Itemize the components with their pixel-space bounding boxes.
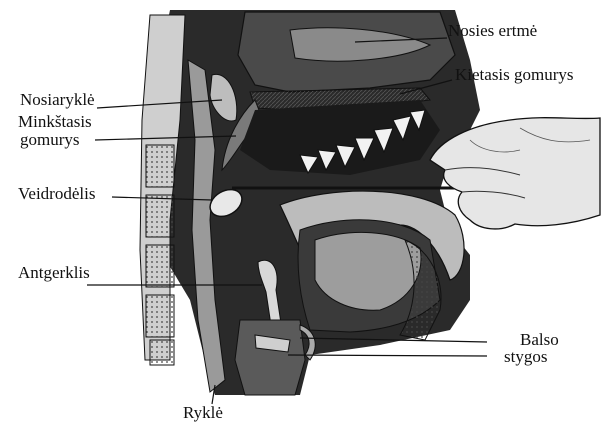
label-hard-palate: Kietasis gomurys (455, 66, 574, 84)
label-pharynx: Ryklė (183, 404, 223, 422)
label-vocal-cords-2: stygos (504, 348, 547, 366)
label-nasopharynx: Nosiaryklė (20, 91, 95, 109)
label-mirror: Veidrodėlis (18, 185, 95, 203)
label-epiglottis: Antgerklis (18, 264, 90, 282)
label-soft-palate-2: gomurys (20, 131, 80, 149)
larynx (235, 320, 305, 395)
label-nasal-cavity: Nosies ertmė (448, 22, 537, 40)
label-soft-palate-1: Minkštasis (18, 113, 92, 131)
